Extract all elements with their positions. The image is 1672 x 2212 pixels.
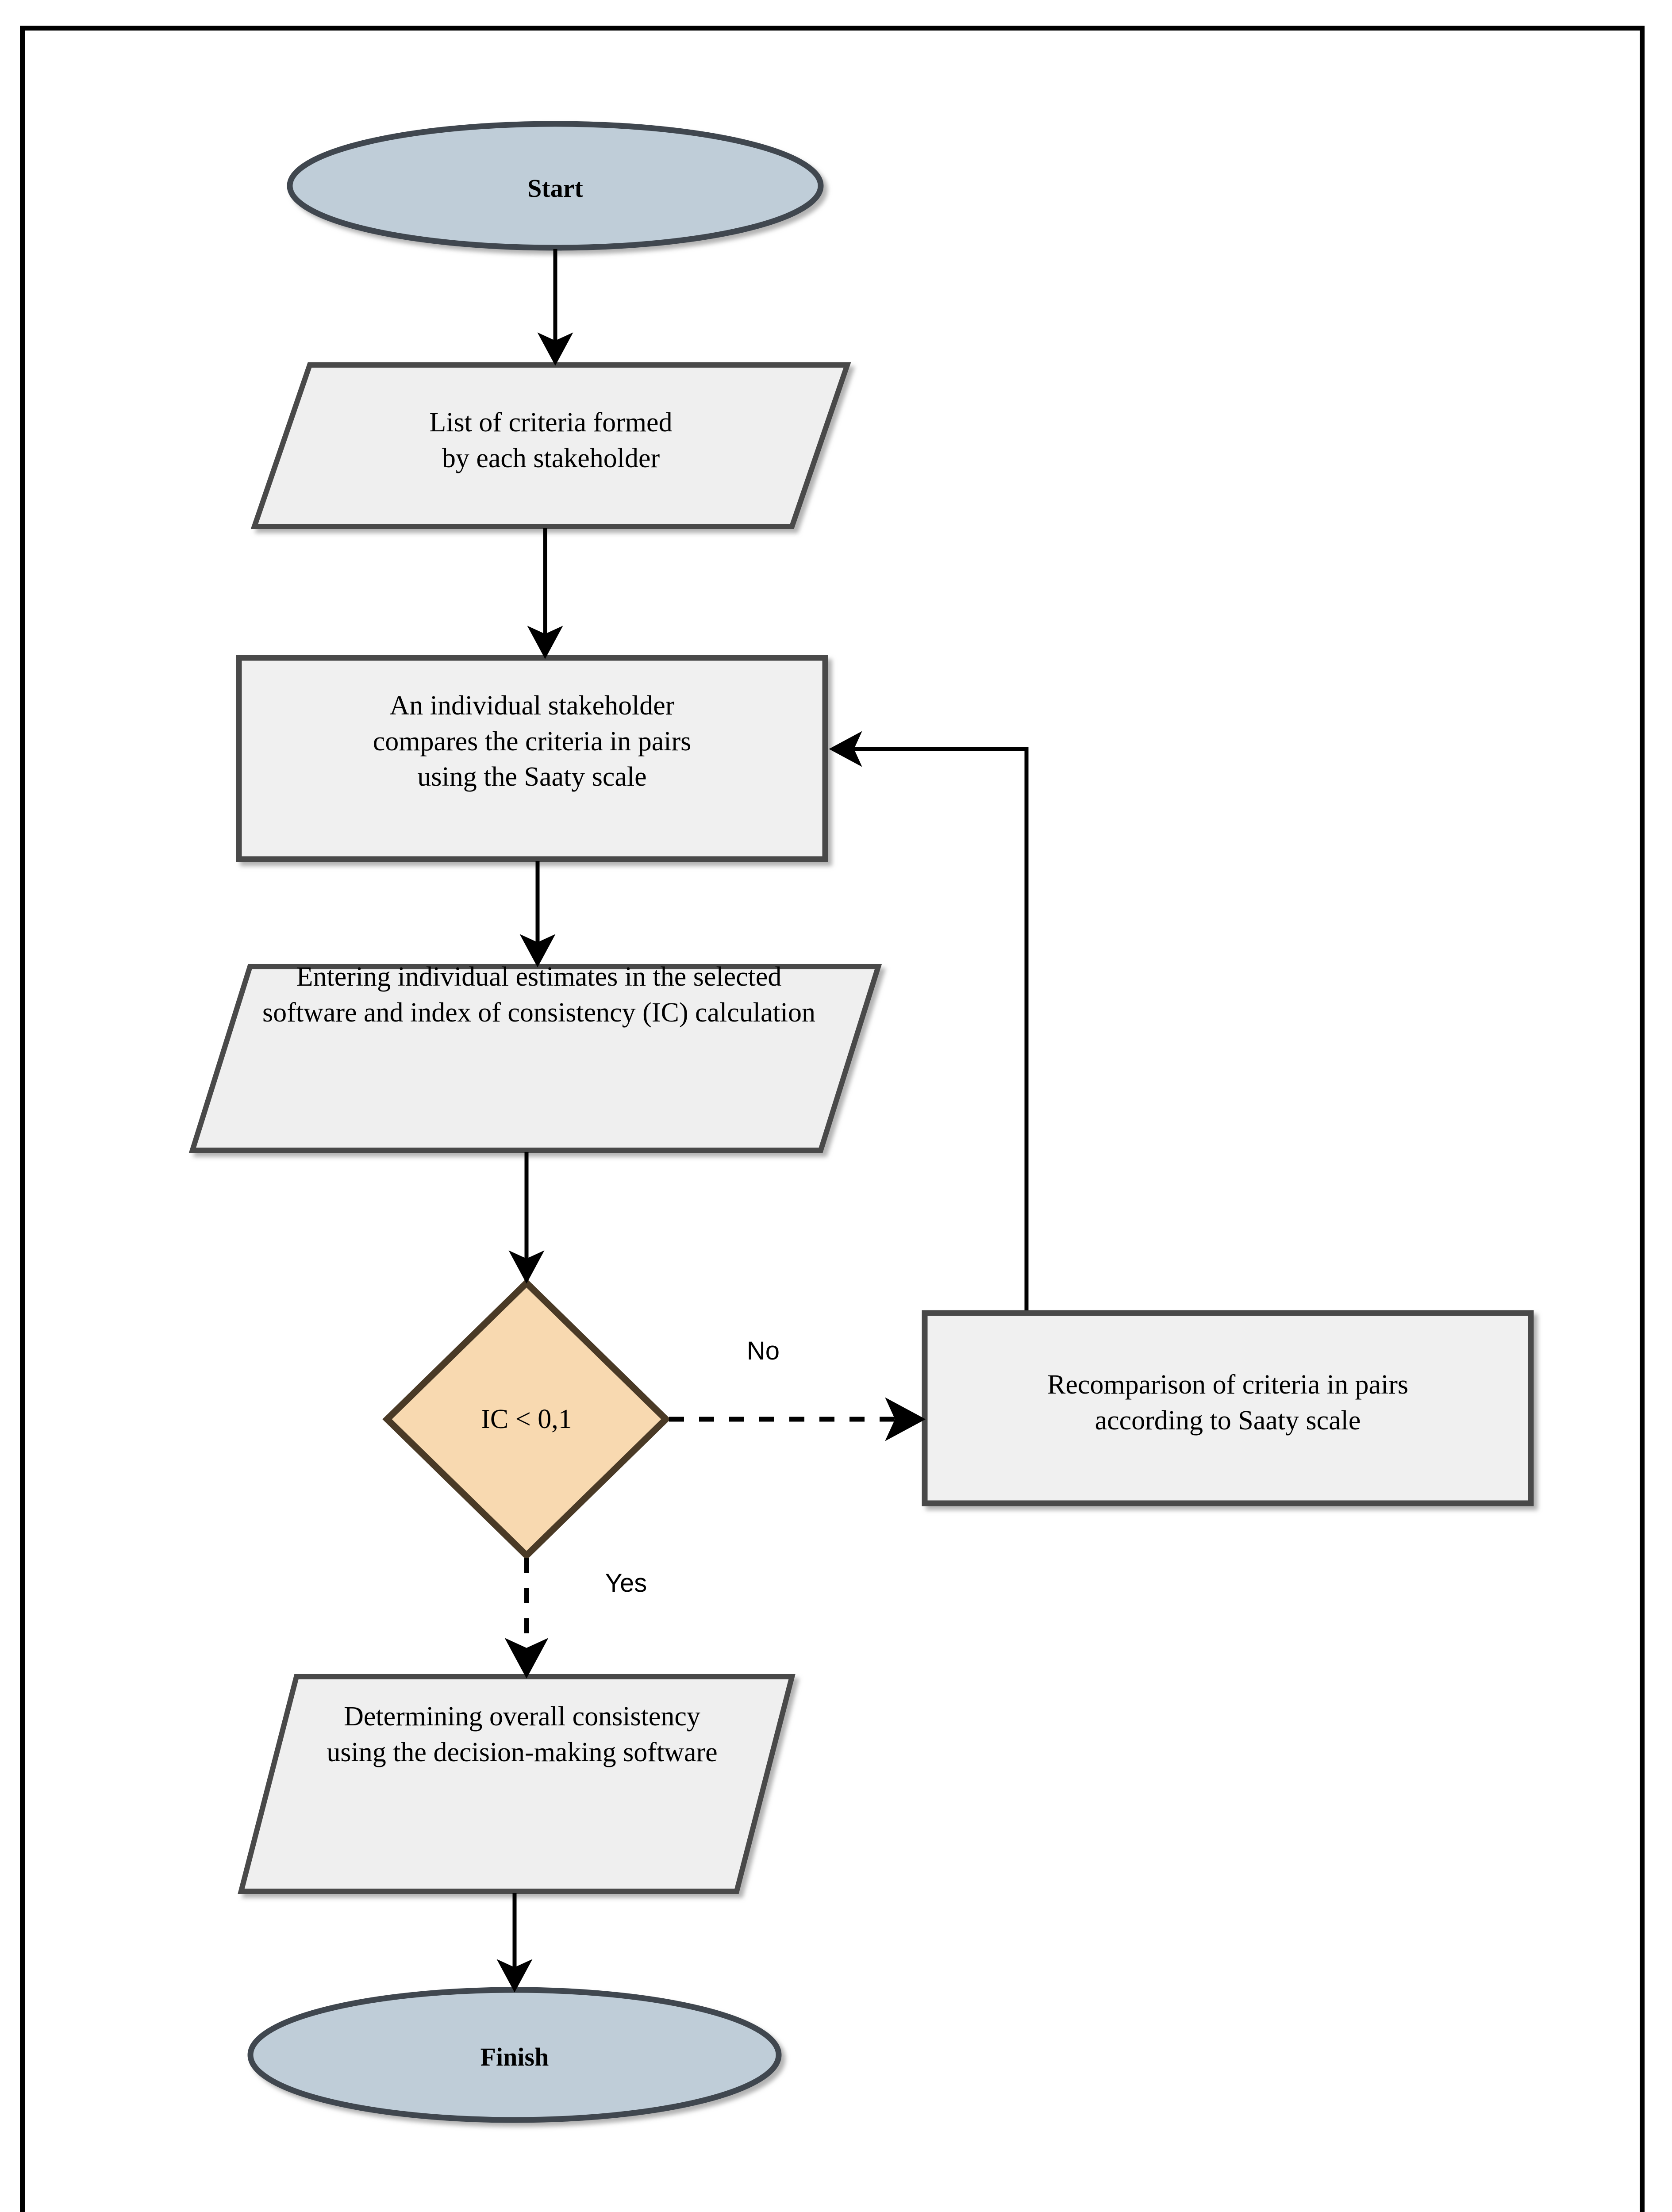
node-enter-estimates-shape[interactable] — [188, 964, 882, 1153]
edge-label-yes: Yes — [605, 1569, 647, 1598]
node-finish-shape[interactable] — [247, 1987, 782, 2123]
node-recomparison-shape[interactable] — [922, 1310, 1534, 1506]
node-overall-consistency-shape[interactable] — [238, 1674, 796, 1894]
node-ic-check-shape[interactable] — [382, 1278, 671, 1560]
node-pairwise-compare-shape[interactable] — [236, 655, 828, 862]
node-start-shape[interactable] — [287, 121, 824, 251]
edge-recomparison-to-pairwise — [829, 731, 1029, 1310]
edge-label-no: No — [746, 1336, 780, 1365]
node-criteria-list-shape[interactable] — [250, 362, 851, 529]
